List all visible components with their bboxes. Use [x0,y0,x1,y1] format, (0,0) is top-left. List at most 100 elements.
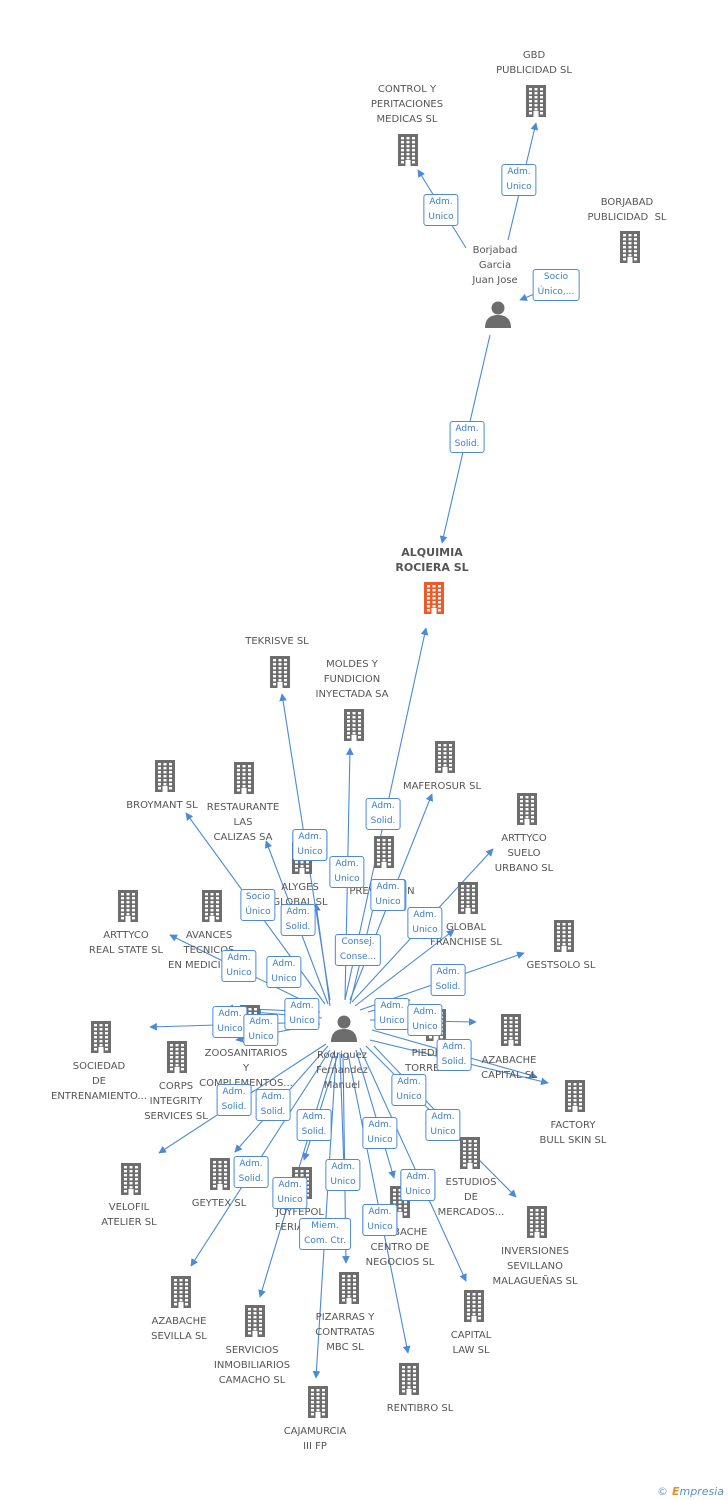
relation-box-r_arts[interactable]: Adm. Unico [370,879,406,911]
relation-box-r_broy[interactable]: Socio Único [240,889,276,921]
relation-box-r_rent[interactable]: Adm. Unico [362,1204,398,1236]
node-label-moldes[interactable]: MOLDES Y FUNDICION INYECTADA SA [315,659,389,700]
brand-logo: ©Empresia [656,1485,724,1498]
relation-box-r_alq_r[interactable]: Adm. Solid. [365,798,401,830]
relation-box-r_piz[interactable]: Adm. Unico [325,1159,361,1191]
node-label-control[interactable]: CONTROL Y PERITACIONES MEDICAS SL [370,84,444,125]
node-label-alyges[interactable]: ALYGES GLOBAL SL [272,882,328,908]
building-icon[interactable] [398,134,418,170]
building-icon[interactable] [171,1276,191,1312]
relation-box-r_avan[interactable]: Adm. Unico [221,950,257,982]
node-label-broymant[interactable]: BROYMANT SL [126,800,198,811]
relation-box-r_caj[interactable]: Miem. Com. Ctr. [299,1218,351,1250]
relation-box-r_borj[interactable]: Socio Único,... [532,269,580,301]
node-label-maferosur[interactable]: MAFEROSUR SL [402,781,482,792]
relation-box-r_rest[interactable]: Adm. Unico [292,829,328,861]
relation-box-r_cap[interactable]: Adm. Unico [400,1169,436,1201]
building-icon[interactable] [526,85,546,121]
relation-box-r_corps[interactable]: Adm. Solid. [216,1084,252,1116]
building-icon[interactable] [167,1041,187,1077]
building-icon[interactable] [435,741,455,777]
node-label-velofil[interactable]: VELOFIL ATELIER SL [101,1202,157,1228]
node-label-rentibro[interactable]: RENTIBRO SL [386,1403,454,1414]
main-building-icon[interactable] [424,582,444,618]
node-label-restaurante[interactable]: RESTAURANTE LAS CALIZAS SA [206,802,280,843]
relation-box-r_azsev[interactable]: Adm. Solid. [296,1109,332,1141]
node-label-arttyco_real[interactable]: ARTTYCO REAL STATE SL [88,930,164,956]
relation-box-r_artr[interactable]: Adm. Unico [266,956,302,988]
node-label-arttyco_suelo[interactable]: ARTTYCO SUELO URBANO SL [494,833,554,874]
node-label-sociedad[interactable]: SOCIEDAD DE ENTRENAMIENTO... [51,1061,147,1102]
building-icon[interactable] [460,1137,480,1173]
building-icon[interactable] [458,882,478,918]
building-icon[interactable] [501,1014,521,1050]
relation-box-r_glob[interactable]: Adm. Unico [407,907,443,939]
building-icon[interactable] [344,709,364,745]
building-icon[interactable] [210,1158,230,1194]
node-label-azabache_cap[interactable]: AZABACHE CAPITAL SL [481,1055,537,1081]
relation-box-r_est[interactable]: Adm. Unico [425,1109,461,1141]
node-label-capital_law[interactable]: CAPITAL LAW SL [450,1330,492,1356]
building-icon[interactable] [339,1272,359,1308]
node-label-azabache_cn[interactable]: AZABACHE CENTRO DE NEGOCIOS SL [365,1227,435,1268]
relation-box-r_alq_b[interactable]: Adm. Solid. [449,421,485,453]
node-label-gbd[interactable]: GBD PUBLICIDAD SL [496,50,572,76]
relation-box-r_velo[interactable]: Adm. Solid. [255,1089,291,1121]
relation-box-r_geyt[interactable]: Adm. Solid. [233,1156,269,1188]
building-icon[interactable] [399,1363,419,1399]
relation-box-r_zoo[interactable]: Adm. Unico [284,998,320,1030]
node-label-factory[interactable]: FACTORY BULL SKIN SL [539,1120,607,1146]
building-icon[interactable] [620,231,640,267]
relation-box-r_serv[interactable]: Adm. Unico [362,1117,398,1149]
relation-box-r_fact[interactable]: Adm. Unico [391,1074,427,1106]
relation-box-r_gbd[interactable]: Adm. Unico [501,164,537,196]
building-icon[interactable] [517,793,537,829]
node-label-azabache_sev[interactable]: AZABACHE SEVILLA SL [151,1316,207,1342]
relation-box-r_azc[interactable]: Adm. Solid. [436,1039,472,1071]
building-icon[interactable] [91,1021,111,1057]
node-label-servicios[interactable]: SERVICIOS INMOBILIARIOS CAMACHO SL [213,1345,291,1386]
relation-box-r_gest[interactable]: Adm. Solid. [430,964,466,996]
node-label-zoosanitarios[interactable]: ZOOSANITARIOS Y COMPLEMENTOS... [199,1048,293,1089]
node-label-borjabad_person[interactable]: Borjabad Garcia Juan Jose [472,245,518,286]
building-icon[interactable] [155,760,175,796]
node-label-gestsolo[interactable]: GESTSOLO SL [526,960,596,971]
node-label-pizarras[interactable]: PIZARRAS Y CONTRATAS MBC SL [315,1312,375,1353]
person-icon[interactable] [484,300,512,332]
relation-box-r_control[interactable]: Adm. Unico [423,194,459,226]
relation-box-r_joyf[interactable]: Adm. Unico [272,1177,308,1209]
person-icon[interactable] [330,1014,358,1046]
building-icon[interactable] [554,920,574,956]
building-icon[interactable] [374,836,394,872]
node-label-alquimia[interactable]: ALQUIMIA ROCIERA SL [395,546,469,574]
relation-box-r_pre[interactable]: Consej. Conse... [334,934,382,966]
node-label-inversiones[interactable]: INVERSIONES SEVILLANO MALAGUEÑAS SL [492,1246,578,1287]
node-label-global_fr[interactable]: GLOBAL FRANCHISE SL [430,922,502,948]
building-icon[interactable] [270,656,290,692]
building-icon[interactable] [234,762,254,798]
building-icon[interactable] [527,1206,547,1242]
edge-r_caj [312,1055,337,1379]
relation-box-r_moldes[interactable]: Adm. Unico [329,856,365,888]
relation-box-r_pied2[interactable]: Adm. Unico [407,1004,443,1036]
node-label-borjabad_pub[interactable]: BORJABAD PUBLICIDAD SL [587,197,667,223]
building-icon[interactable] [565,1080,585,1116]
node-label-person_rod[interactable]: Rodriguez Fernandez Manuel [316,1050,368,1091]
building-icon[interactable] [245,1305,265,1341]
building-icon[interactable] [464,1290,484,1326]
building-icon[interactable] [202,890,222,926]
relation-box-r_pied[interactable]: Adm. Unico [374,998,410,1030]
node-label-tekrisve[interactable]: TEKRISVE SL [245,636,309,647]
relation-box-r_soc[interactable]: Adm. Unico [212,1006,248,1038]
building-icon[interactable] [121,1163,141,1199]
building-icon[interactable] [308,1386,328,1422]
relation-box-r_alyg[interactable]: Adm. Solid. [280,904,316,936]
node-label-geytex[interactable]: GEYTEX SL [191,1198,247,1209]
node-label-corps[interactable]: CORPS INTEGRITY SERVICES SL [144,1081,208,1122]
node-label-cajamurcia[interactable]: CAJAMURCIA III FP [283,1426,347,1452]
building-icon[interactable] [118,890,138,926]
edge-r_cap [359,1047,467,1282]
relation-box-r_zoo2[interactable]: Adm. Unico [243,1014,279,1046]
node-label-estudios[interactable]: ESTUDIOS DE MERCADOS... [437,1177,505,1218]
